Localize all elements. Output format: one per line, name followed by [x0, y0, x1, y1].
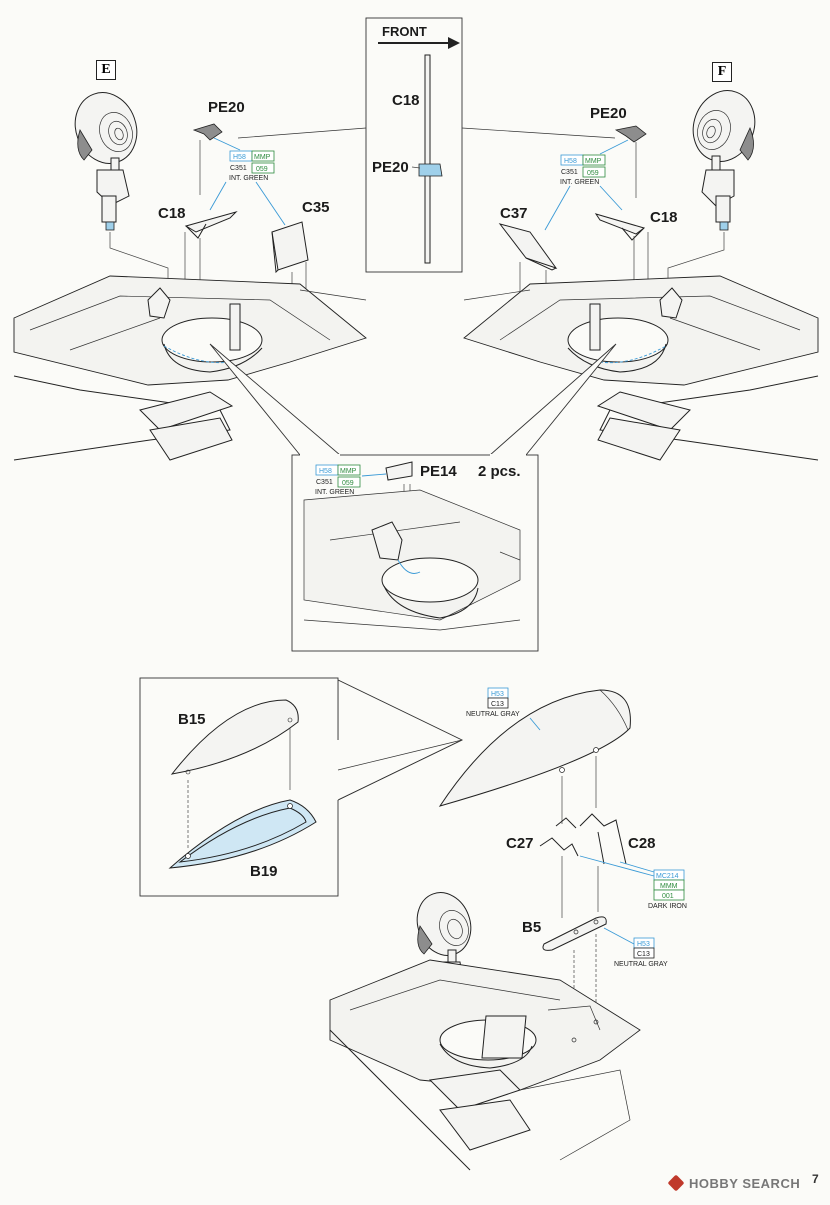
b5-label: B5	[522, 919, 541, 936]
svg-text:C351: C351	[561, 169, 578, 176]
c18-left-label: C18	[158, 205, 186, 222]
c35-label: C35	[302, 199, 330, 216]
svg-text:INT. GREEN: INT. GREEN	[229, 175, 268, 182]
c18-right-part	[594, 213, 646, 235]
svg-text:H58: H58	[564, 158, 577, 165]
svg-text:C13: C13	[637, 951, 650, 958]
c18-right-label: C18	[650, 209, 678, 226]
pe20-right-label: PE20	[590, 105, 627, 122]
c18-center-label: C18	[392, 92, 420, 109]
paint-box-pe14: H58 MMP C351 059 INT. GREEN	[315, 464, 361, 496]
c27-label: C27	[506, 835, 534, 852]
svg-text:MMP: MMP	[585, 158, 602, 165]
svg-text:NEUTRAL GRAY: NEUTRAL GRAY	[614, 961, 668, 968]
svg-text:NEUTRAL GRAY: NEUTRAL GRAY	[466, 711, 520, 718]
pe14-qty: 2 pcs.	[478, 463, 521, 480]
b15-part	[170, 699, 299, 775]
svg-text:H58: H58	[319, 468, 332, 475]
svg-text:059: 059	[342, 480, 354, 487]
front-label: FRONT	[382, 24, 427, 39]
paint-box-c27-c28: MC214 MMM 001 DARK IRON	[648, 869, 687, 910]
svg-text:059: 059	[587, 170, 599, 177]
svg-text:H53: H53	[491, 691, 504, 698]
b19-label: B19	[250, 863, 278, 880]
pe20-left-part	[192, 123, 223, 141]
step-badge-e: E	[96, 60, 116, 80]
b15-b19-callout: B15 B19	[139, 677, 464, 897]
svg-text:C13: C13	[491, 701, 504, 708]
page-number: 7	[812, 1172, 819, 1186]
svg-text:MMP: MMP	[254, 154, 271, 161]
pe14-part	[385, 461, 413, 481]
svg-text:C351: C351	[230, 165, 247, 172]
hobby-search-logo-icon	[667, 1174, 685, 1192]
left-wheel-lamp	[74, 92, 138, 231]
pe20-center-label: PE20	[372, 159, 409, 176]
b19-part	[168, 799, 317, 869]
pe20-left-label: PE20	[208, 99, 245, 116]
right-wheel-lamp	[692, 90, 756, 231]
svg-text:059: 059	[256, 166, 268, 173]
svg-text:001: 001	[662, 893, 674, 900]
paint-box-left: H58 MMP C351 059 INT. GREEN	[229, 150, 275, 182]
svg-text:C351: C351	[316, 479, 333, 486]
c35-part	[271, 221, 309, 271]
right-assembly: PE20 H58 MMP C351 059 INT. GREEN C37 C18	[463, 90, 819, 461]
svg-text:DARK IRON: DARK IRON	[648, 903, 687, 910]
paint-box-b5: H53 C13 NEUTRAL GRAY	[614, 937, 668, 968]
left-wing-structure	[13, 275, 367, 461]
watermark: HOBBY SEARCH	[667, 1172, 820, 1194]
step-badge-f: F	[712, 62, 732, 82]
svg-text:INT. GREEN: INT. GREEN	[315, 489, 354, 496]
paint-box-right: H58 MMP C351 059 INT. GREEN	[560, 154, 606, 186]
svg-text:MMP: MMP	[340, 468, 357, 475]
pe14-label: PE14	[420, 463, 457, 480]
watermark-text: HOBBY SEARCH	[689, 1175, 801, 1191]
c37-part	[498, 223, 558, 269]
pe20-center-part	[418, 163, 443, 177]
c28-part	[579, 813, 627, 865]
svg-text:MMM: MMM	[660, 883, 678, 890]
left-assembly: PE20 H58 MMP C351 059 INT. GREEN C18 C35	[13, 92, 367, 461]
c18-left-part	[184, 211, 238, 233]
b15-label: B15	[178, 711, 206, 728]
right-wing-structure	[463, 275, 819, 461]
svg-text:MC214: MC214	[656, 873, 679, 880]
lower-assembly: H53 C13 NEUTRAL GRAY C27 C28 MC214 MMM 0…	[329, 687, 687, 1171]
pe14-callout: H58 MMP C351 059 INT. GREEN PE14 2 pcs.	[209, 343, 617, 652]
c18-rod	[424, 54, 431, 264]
c27-part	[539, 837, 579, 857]
c28-label: C28	[628, 835, 656, 852]
pe20-right-part	[614, 125, 647, 143]
paint-box-fairing: H53 C13 NEUTRAL GRAY	[466, 687, 520, 718]
svg-text:H53: H53	[637, 941, 650, 948]
c37-label: C37	[500, 205, 528, 222]
svg-text:H58: H58	[233, 154, 246, 161]
front-detail-panel: FRONT C18 PE20	[365, 17, 463, 273]
front-arrow-icon	[378, 37, 460, 49]
svg-text:INT. GREEN: INT. GREEN	[560, 179, 599, 186]
fairing-part	[438, 689, 631, 807]
